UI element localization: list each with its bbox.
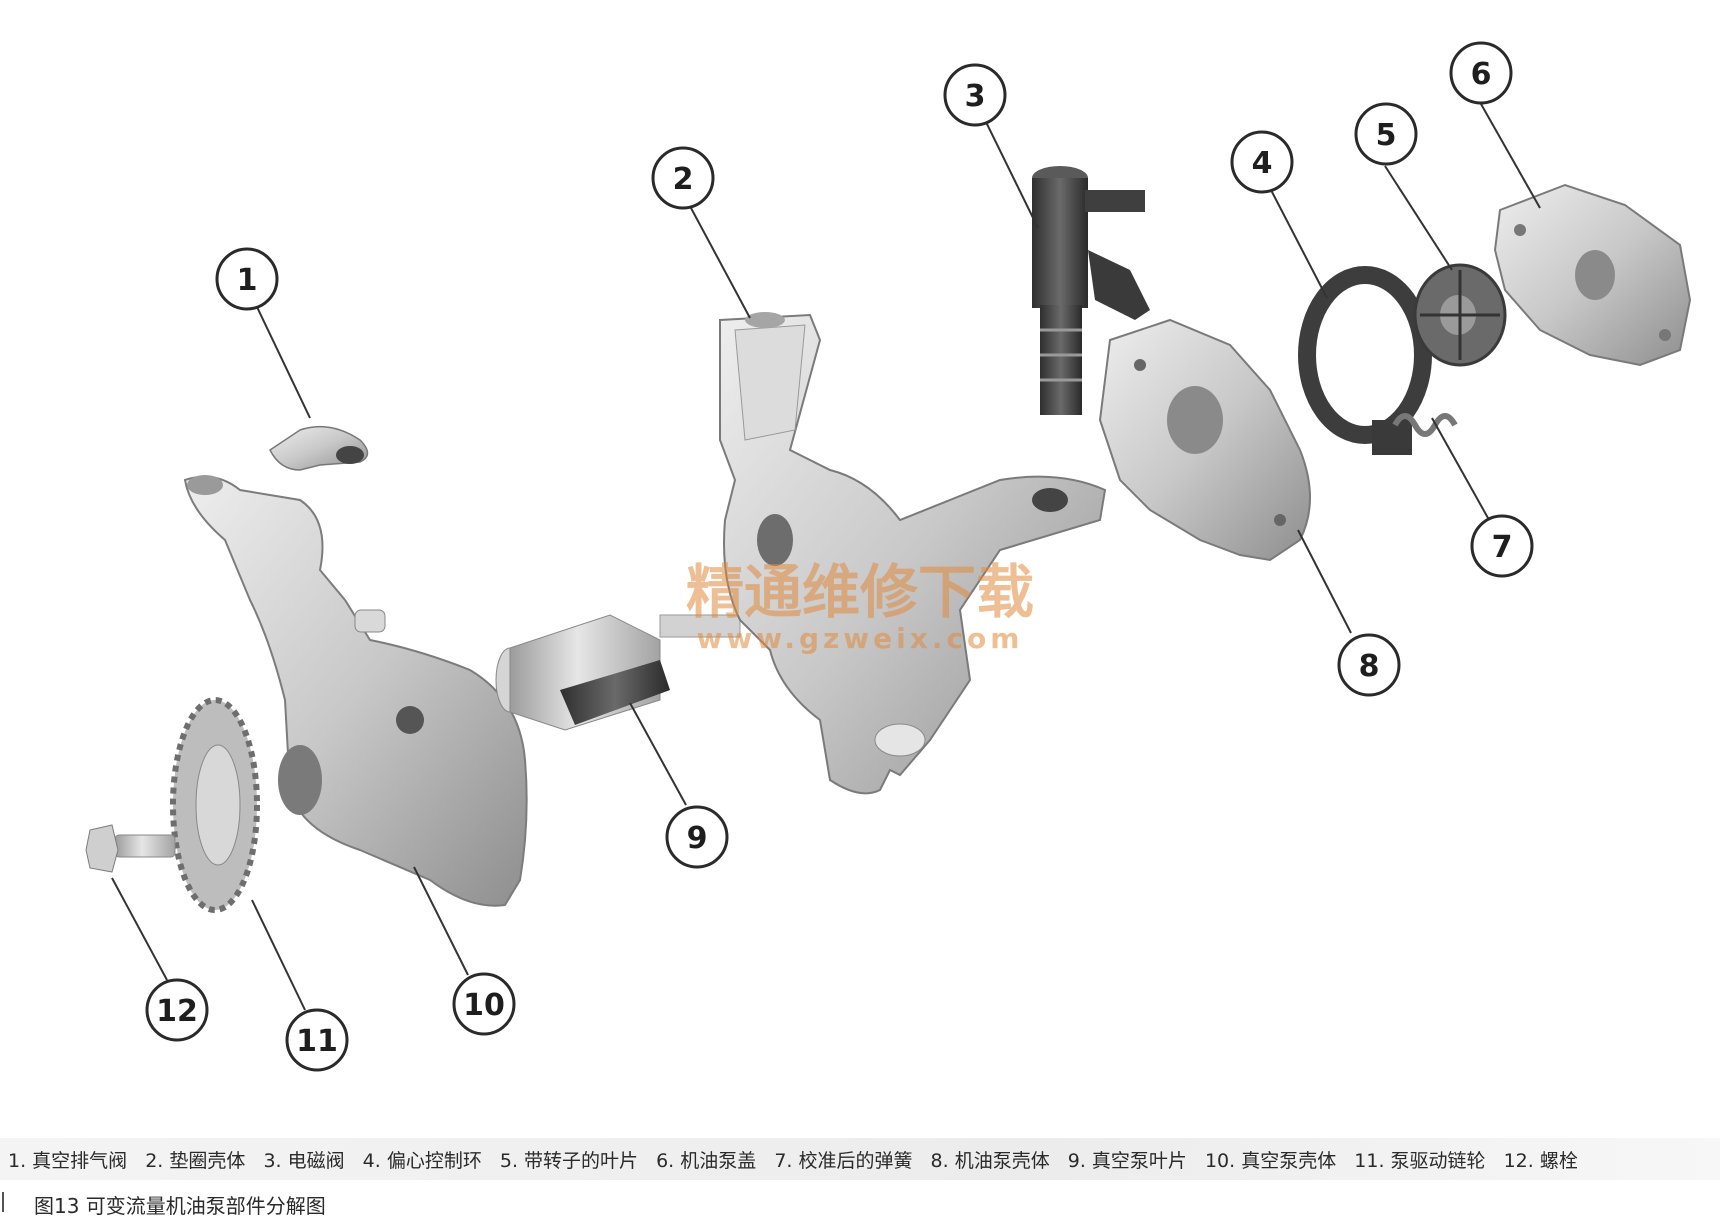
part-vacuum-relief-valve [269, 425, 369, 471]
callout-5-label: 5 [1376, 118, 1397, 153]
leader-9 [629, 702, 687, 806]
legend-item-12: 12. 螺栓 [1503, 1150, 1578, 1172]
callout-6-label: 6 [1471, 57, 1492, 92]
part-vane-with-rotor [1413, 263, 1507, 367]
legend-item-6: 6. 机油泵盖 [656, 1150, 757, 1172]
legend-item-7: 7. 校准后的弹簧 [774, 1150, 913, 1172]
part-oil-pump-cover [1493, 183, 1692, 367]
callout-4-label: 4 [1252, 146, 1273, 181]
callout-10-label: 10 [463, 988, 505, 1023]
part-gasket-housing [719, 312, 1107, 795]
legend-item-10: 10. 真空泵壳体 [1204, 1150, 1337, 1172]
legend-item-5: 5. 带转子的叶片 [499, 1150, 639, 1172]
callout-7: 7 [1470, 514, 1534, 578]
leader-11 [251, 899, 306, 1011]
caption-marker [2, 1192, 4, 1212]
leader-5 [1384, 165, 1453, 271]
callout-6: 6 [1449, 41, 1513, 105]
part-calibrated-spring [1392, 413, 1458, 437]
part-eccentric-control-ring [1298, 266, 1432, 455]
leader-6 [1480, 103, 1541, 209]
leader-4 [1270, 189, 1328, 299]
callout-3-label: 3 [965, 79, 986, 114]
callout-1: 1 [215, 247, 279, 311]
leader-10 [413, 866, 469, 976]
part-oil-pump-housing [1098, 318, 1311, 562]
callout-9: 9 [665, 805, 729, 869]
legend-item-8: 8. 机油泵壳体 [930, 1150, 1050, 1172]
legend-item-2: 2. 垫圈壳体 [145, 1150, 246, 1172]
callout-7-label: 7 [1492, 530, 1513, 565]
legend-item-9: 9. 真空泵叶片 [1067, 1150, 1187, 1172]
callout-2: 2 [651, 146, 715, 210]
legend-bar [0, 1138, 1720, 1180]
legend-item-4: 4. 偏心控制环 [362, 1150, 482, 1172]
part-vacuum-pump-vane [495, 614, 741, 731]
callout-5: 5 [1354, 102, 1418, 166]
legend-item-1: 1. 真空排气阀 [8, 1150, 128, 1172]
legend-item-3: 3. 电磁阀 [263, 1150, 345, 1172]
leader-7 [1431, 417, 1489, 519]
callout-2-label: 2 [673, 162, 694, 197]
parts-legend: 1. 真空排气阀 2. 垫圈壳体 3. 电磁阀 4. 偏心控制环 5. 带转子的… [8, 1146, 1708, 1173]
leader-8 [1297, 529, 1352, 634]
callout-11-label: 11 [296, 1024, 338, 1059]
callout-1-label: 1 [237, 263, 258, 298]
legend-item-11: 11. 泵驱动链轮 [1354, 1150, 1486, 1172]
leader-2 [690, 207, 751, 319]
leader-lines [111, 103, 1541, 1011]
callout-4: 4 [1230, 130, 1294, 194]
callout-12-label: 12 [156, 994, 198, 1029]
leader-3 [985, 121, 1039, 229]
part-vacuum-pump-housing [183, 475, 528, 907]
callout-3: 3 [943, 63, 1007, 127]
callout-11: 11 [285, 1008, 349, 1072]
callout-12: 12 [145, 978, 209, 1042]
callout-8: 8 [1337, 633, 1401, 697]
callout-8-label: 8 [1359, 649, 1380, 684]
figure-caption: 图13 可变流量机油泵部件分解图 [34, 1194, 326, 1218]
part-pump-drive-sprocket [170, 697, 260, 913]
callout-10: 10 [452, 972, 516, 1036]
part-solenoid-valve [1032, 166, 1150, 415]
leader-12 [111, 877, 168, 981]
callout-9-label: 9 [687, 821, 708, 856]
part-bolt [85, 824, 176, 873]
